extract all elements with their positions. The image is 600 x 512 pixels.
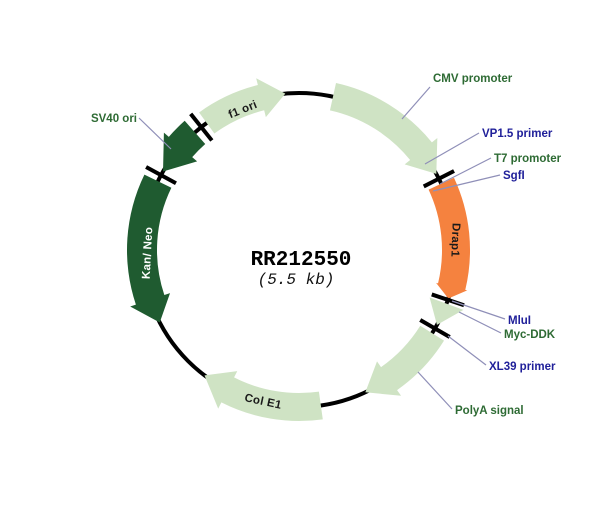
label-myc-ddk: Myc-DDK	[504, 329, 556, 341]
label-polya-signal: PolyA signal	[455, 405, 524, 417]
feature-f1-ori	[199, 78, 286, 134]
site-tick	[419, 318, 451, 339]
feature-sv40-ori	[163, 120, 206, 172]
label-vp15-primer: VP1.5 primer	[482, 128, 553, 140]
feature-col-e1	[204, 371, 323, 422]
leader-line-mlui	[451, 300, 506, 320]
feature-label-drap1: Drap1	[448, 223, 461, 258]
leader-line-xl39-primer	[447, 335, 487, 366]
feature-label-kan-neo: Kan/ Neo	[141, 227, 156, 280]
site-tick	[145, 165, 177, 185]
site-tick	[189, 112, 214, 142]
label-t7-promoter: T7 promoter	[494, 153, 562, 165]
feature-myc-ddk-tag	[429, 297, 464, 325]
feature-polya-signal	[365, 325, 445, 396]
plasmid-size: (5.5 kb)	[258, 271, 335, 289]
leader-line-sv40-ori	[138, 117, 172, 150]
leader-line-vp15-primer	[424, 132, 480, 165]
feature-drap1	[428, 177, 471, 299]
leader-line-cmv-promoter	[401, 86, 431, 120]
label-mlui: MluI	[508, 315, 531, 327]
leader-line-polya-signal	[417, 371, 453, 410]
leader-line-t7-promoter	[439, 157, 492, 185]
label-sv40-ori: SV40 ori	[91, 113, 137, 125]
plasmid-name: RR212550	[251, 249, 352, 272]
label-cmv-promoter: CMV promoter	[433, 73, 513, 85]
site-tick	[422, 169, 455, 189]
plasmid-title: RR212550 (5.5 kb)	[251, 249, 352, 289]
leader-line-sgfi	[432, 174, 501, 192]
feature-cmv-promoter	[329, 83, 438, 174]
label-sgfi: SgfI	[503, 170, 525, 182]
label-xl39-primer: XL39 primer	[489, 361, 556, 373]
feature-kan-neo	[127, 174, 172, 323]
leader-line-myc-ddk	[458, 311, 502, 334]
